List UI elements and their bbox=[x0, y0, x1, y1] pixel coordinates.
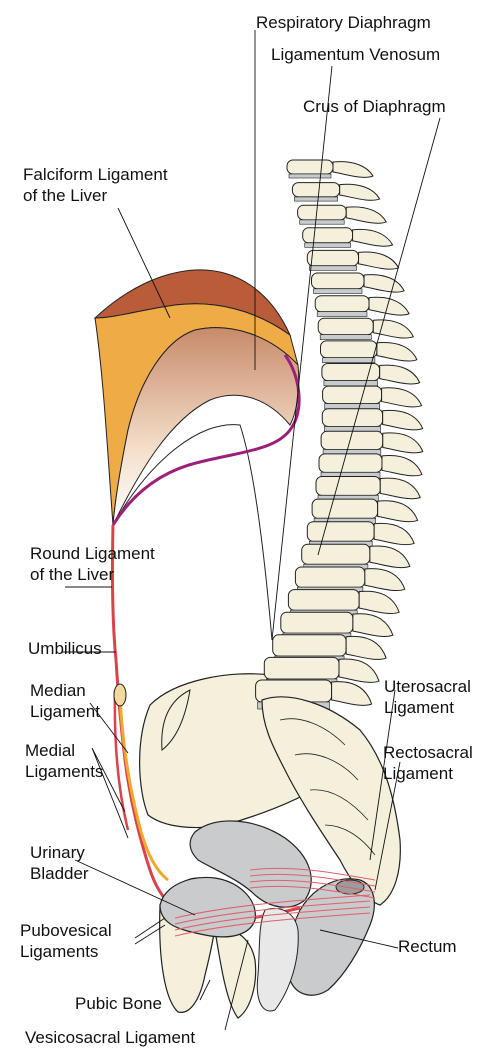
label-respiratory-diaphragm: Respiratory Diaphragm bbox=[256, 12, 431, 33]
label-uterosacral-line2: Ligament bbox=[384, 697, 471, 718]
label-median-ligament: Median Ligament bbox=[30, 680, 100, 722]
vertebra-body bbox=[319, 454, 382, 473]
label-round-line1: Round Ligament bbox=[30, 543, 155, 564]
spinous-process bbox=[377, 342, 417, 361]
label-median-line1: Median bbox=[30, 680, 100, 701]
umbilicus-shape bbox=[114, 684, 126, 706]
label-rectosacral-ligament: Rectosacral Ligament bbox=[383, 742, 473, 784]
label-uterosacral-line1: Uterosacral bbox=[384, 676, 471, 697]
intervertebral-disc bbox=[289, 174, 331, 178]
label-round-line2: of the Liver bbox=[30, 564, 155, 585]
vertebra-body bbox=[302, 544, 370, 564]
spinous-process bbox=[359, 252, 399, 269]
spinous-process bbox=[346, 636, 386, 659]
intervertebral-disc bbox=[294, 197, 337, 201]
vertebra-body bbox=[307, 250, 358, 265]
vertebra-body bbox=[312, 273, 365, 289]
spinous-process bbox=[383, 433, 423, 453]
vertebral-column bbox=[256, 160, 423, 709]
spinous-process bbox=[382, 388, 422, 407]
spinous-process bbox=[370, 546, 410, 568]
spinous-process bbox=[380, 365, 420, 384]
vertebra-body bbox=[288, 590, 359, 611]
spinous-process bbox=[374, 523, 414, 544]
vertebra-body bbox=[273, 635, 346, 656]
vertebra-body bbox=[316, 477, 380, 496]
intervertebral-disc bbox=[324, 381, 378, 386]
label-vesicosacral-ligament: Vesicosacral Ligament bbox=[25, 1027, 195, 1048]
label-uterosacral-ligament: Uterosacral Ligament bbox=[384, 676, 471, 718]
spinous-process bbox=[378, 501, 418, 522]
vertebra-body bbox=[322, 409, 382, 427]
spinous-process bbox=[382, 456, 422, 476]
label-pubic-bone: Pubic Bone bbox=[75, 993, 162, 1014]
label-round-ligament: Round Ligament of the Liver bbox=[30, 543, 155, 585]
intervertebral-disc bbox=[325, 404, 380, 409]
spinous-process bbox=[359, 591, 399, 613]
label-falciform-ligament: Falciform Ligament of the Liver bbox=[23, 164, 168, 206]
spinous-process bbox=[333, 162, 373, 178]
spinous-process bbox=[340, 184, 380, 200]
spinous-process bbox=[383, 410, 423, 430]
vertebra-body bbox=[292, 183, 339, 197]
label-pubovesical-ligaments: Pubovesical Ligaments bbox=[20, 920, 112, 962]
vertebra-body bbox=[321, 341, 377, 358]
intervertebral-disc bbox=[317, 312, 367, 317]
label-crus-of-diaphragm: Crus of Diaphragm bbox=[303, 96, 446, 117]
vertebra-body bbox=[298, 205, 347, 220]
spinous-process bbox=[365, 569, 405, 591]
label-medial-ligaments: Medial Ligaments bbox=[25, 740, 103, 782]
label-urinary-bladder: Urinary Bladder bbox=[30, 842, 89, 884]
label-ligamentum-venosum: Ligamentum Venosum bbox=[271, 44, 440, 65]
intervertebral-disc bbox=[314, 289, 363, 294]
label-urinary-line1: Urinary bbox=[30, 842, 89, 863]
spinous-process bbox=[364, 275, 404, 292]
spinous-process bbox=[346, 207, 386, 223]
intervertebral-disc bbox=[300, 220, 345, 224]
spinous-process bbox=[380, 478, 420, 499]
label-medial-line2: Ligaments bbox=[25, 761, 103, 782]
label-falciform-line2: of the Liver bbox=[23, 185, 168, 206]
label-pubovesical-line1: Pubovesical bbox=[20, 920, 112, 941]
vertebra-body bbox=[312, 499, 378, 518]
label-pubovesical-line2: Ligaments bbox=[20, 941, 112, 962]
label-falciform-line1: Falciform Ligament bbox=[23, 164, 168, 185]
ischium-shape bbox=[215, 929, 256, 1018]
intervertebral-disc bbox=[305, 243, 351, 247]
label-rectosacral-line1: Rectosacral bbox=[383, 742, 473, 763]
label-rectosacral-line2: Ligament bbox=[383, 763, 473, 784]
vertebra-body bbox=[264, 657, 339, 679]
vertebra-body bbox=[323, 386, 382, 404]
intervertebral-disc bbox=[320, 335, 371, 340]
vertebra-body bbox=[307, 522, 374, 542]
vertebra-body bbox=[295, 567, 365, 587]
vertebra-body bbox=[303, 228, 353, 243]
label-urinary-line2: Bladder bbox=[30, 863, 89, 884]
label-medial-line1: Medial bbox=[25, 740, 103, 761]
label-umbilicus: Umbilicus bbox=[28, 638, 102, 659]
vertebra-body bbox=[315, 296, 369, 312]
intervertebral-disc bbox=[323, 358, 375, 363]
vertebra-body bbox=[287, 160, 333, 174]
spinous-process bbox=[339, 659, 379, 682]
intervertebral-disc bbox=[309, 266, 356, 271]
vagina-shape bbox=[257, 908, 298, 1011]
spinous-process bbox=[332, 682, 372, 706]
vertebra-body bbox=[318, 318, 373, 334]
label-rectum: Rectum bbox=[398, 936, 457, 957]
spinous-process bbox=[353, 614, 393, 637]
vertebra-body bbox=[281, 612, 353, 633]
label-median-line2: Ligament bbox=[30, 701, 100, 722]
spinous-process bbox=[353, 229, 393, 246]
